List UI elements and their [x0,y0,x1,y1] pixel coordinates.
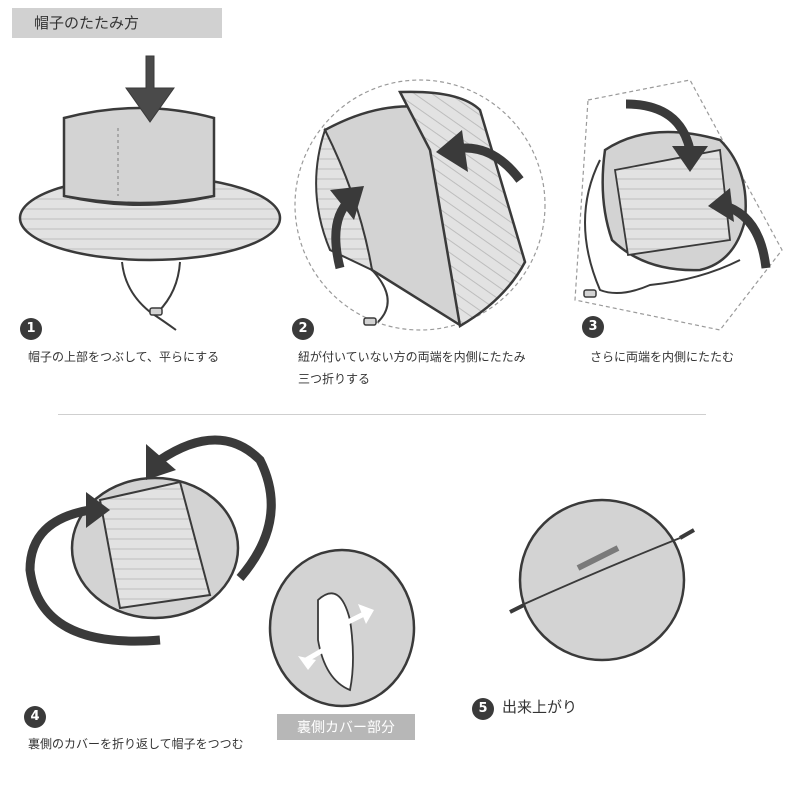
hat-illustration-step3 [574,79,783,331]
open-arrow-lower [304,643,332,663]
wrap-arrow-right-head [146,444,176,480]
inner-cover-label: 裏側カバー部分 [277,714,415,740]
open-arrow-upper [338,611,366,629]
wrap-arrow-right [157,435,276,581]
step-4-number: 4 [24,706,46,728]
fold-arrow-step2-right-head [436,130,468,172]
hat-illustration-finished [509,498,695,662]
step-3-caption: さらに両端を内側にたたむ [590,350,735,364]
fold-arrow-step3-top [625,99,695,152]
step-2-number: 2 [292,318,314,340]
title-bar: 帽子のたたみ方 [12,8,222,38]
hat-illustration-step2 [294,79,546,331]
inner-cover-illustration [268,548,416,708]
fold-arrow-step3-top-head [672,146,708,172]
wrap-arrow-left [25,505,161,646]
hat-illustration-step1 [18,106,282,331]
step-3-number: 3 [582,316,604,338]
step-1-caption: 帽子の上部をつぶして、平らにする [28,350,220,364]
step-5-caption: 出来上がり [502,698,578,716]
press-down-arrow [125,55,175,123]
step-2-caption: 紐が付いていない方の両端を内側にたたみ 三つ折りする [298,350,526,386]
fold-arrow-step3-right-head [708,188,734,222]
step-5-number: 5 [472,698,494,720]
wrap-arrow-left-head [86,492,110,528]
open-arrow-lower-head [298,656,316,670]
step-1-number: 1 [20,318,42,340]
step-4-caption: 裏側のカバーを折り返して帽子をつつむ [28,737,244,751]
fold-arrow-step2-left-head [330,186,364,220]
open-arrow-upper-head [358,604,374,624]
hat-illustration-step4 [70,476,240,620]
section-divider [58,414,706,415]
page-title: 帽子のたたみ方 [34,14,140,32]
